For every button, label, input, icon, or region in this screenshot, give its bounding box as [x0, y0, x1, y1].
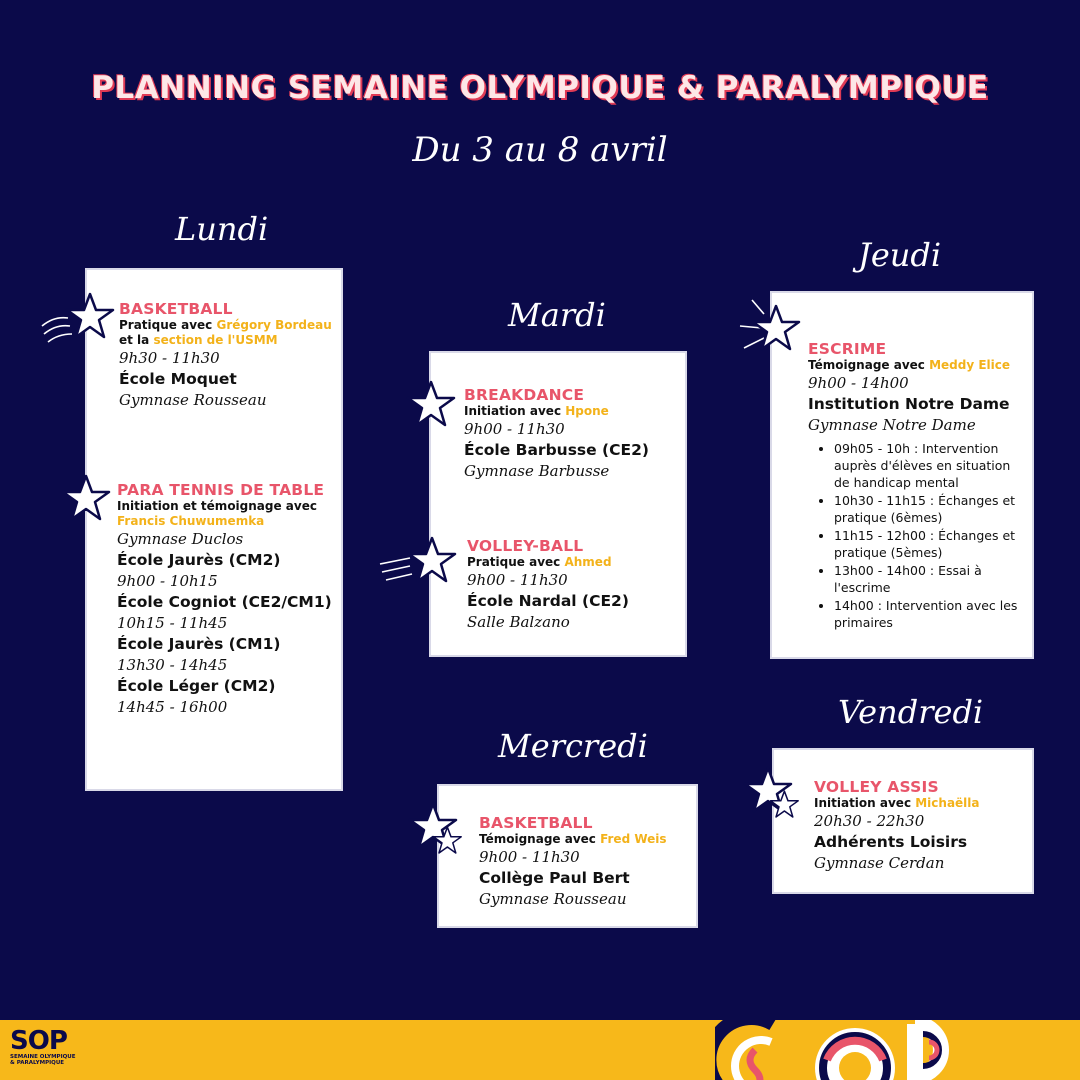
event-time: 9h00 - 14h00 — [808, 374, 909, 392]
event-mardi-breakdance: BREAKDANCE Initiation avec Hpone 9h00 - … — [464, 386, 679, 482]
coach-name: Michaëlla — [915, 796, 980, 810]
coach-name: Meddy Elice — [929, 358, 1011, 372]
coach-name: Fred Weis — [600, 832, 667, 846]
club-name: section de l'USMM — [153, 333, 278, 347]
event-place: École Barbusse (CE2) — [464, 441, 649, 459]
list-item: 14h00 : Intervention avec les primaires — [834, 597, 1028, 631]
event-place: École Léger (CM2) — [117, 677, 276, 695]
coach-line: Initiation et témoignage avec Francis Ch… — [117, 499, 317, 528]
sport-title: ESCRIME — [808, 340, 887, 358]
card-vendredi: VOLLEY ASSIS Initiation avec Michaëlla 2… — [772, 748, 1034, 894]
event-jeudi-escrime: ESCRIME Témoignage avec Meddy Elice 9h00… — [808, 340, 1028, 632]
event-place: Adhérents Loisirs — [814, 833, 968, 851]
star-motion-icon — [41, 292, 115, 343]
event-time: 9h00 - 10h15 — [117, 572, 218, 590]
event-time: 10h15 - 11h45 — [117, 614, 228, 632]
page-subtitle: Du 3 au 8 avril — [412, 130, 668, 170]
event-mercredi-basketball: BASKETBALL Témoignage avec Fred Weis 9h0… — [479, 814, 694, 910]
coach-name: Hpone — [565, 404, 609, 418]
sparkle-icon — [739, 299, 819, 351]
sop-logo: SOP SEMAINE OLYMPIQUE & PARALYMPIQUE — [10, 1028, 80, 1076]
event-mardi-volley: VOLLEY-BALL Pratique avec Ahmed 9h00 - 1… — [467, 537, 682, 633]
list-item: 11h15 - 12h00 : Échanges et pratique (5è… — [834, 527, 1028, 561]
coach-line: Témoignage avec Meddy Elice — [808, 358, 1011, 372]
event-time: 13h30 - 14h45 — [117, 656, 228, 674]
event-venue: Gymnase Notre Dame — [808, 416, 976, 434]
logo-text: SOP — [10, 1026, 68, 1056]
coach-line: Initiation avec Hpone — [464, 404, 609, 418]
list-item: 09h05 - 10h : Intervention auprès d'élèv… — [834, 440, 1028, 491]
event-place: Institution Notre Dame — [808, 395, 1010, 413]
event-lundi-basketball: BASKETBALL Pratique avec Grégory Bordeau… — [119, 300, 334, 411]
event-time: 14h45 - 16h00 — [117, 698, 228, 716]
event-place: École Jaurès (CM2) — [117, 551, 281, 569]
sport-title: VOLLEY-BALL — [467, 537, 584, 555]
card-mardi: BREAKDANCE Initiation avec Hpone 9h00 - … — [429, 351, 687, 657]
event-time: 9h00 - 11h30 — [464, 420, 565, 438]
day-label-lundi: Lundi — [175, 210, 269, 248]
coach-line: Pratique avec Ahmed — [467, 555, 612, 569]
star-motion-icon — [379, 536, 457, 583]
event-place: École Moquet — [119, 370, 237, 388]
coach-name: Francis Chuwumemka — [117, 514, 265, 528]
event-lundi-tennis: PARA TENNIS DE TABLE Initiation et témoi… — [117, 481, 339, 718]
day-label-vendredi: Vendredi — [838, 693, 984, 731]
event-place: École Jaurès (CM1) — [117, 635, 281, 653]
coach-name: Ahmed — [564, 555, 612, 569]
card-jeudi: ESCRIME Témoignage avec Meddy Elice 9h00… — [770, 291, 1034, 659]
list-item: 13h00 - 14h00 : Essai à l'escrime — [834, 562, 1028, 596]
event-time: 9h00 - 11h30 — [479, 848, 580, 866]
star-icon — [61, 474, 111, 521]
coach-line: Initiation avec Michaëlla — [814, 796, 980, 810]
sop-graphic-icon — [715, 1020, 949, 1080]
event-vendredi-volley: VOLLEY ASSIS Initiation avec Michaëlla 2… — [814, 778, 1029, 874]
page-title: PLANNING SEMAINE OLYMPIQUE & PARALYMPIQU… — [91, 70, 989, 106]
event-place: Collège Paul Bert — [479, 869, 630, 887]
sport-title: VOLLEY ASSIS — [814, 778, 939, 796]
day-label-mercredi: Mercredi — [498, 727, 648, 765]
card-mercredi: BASKETBALL Témoignage avec Fred Weis 9h0… — [437, 784, 698, 928]
event-time: 20h30 - 22h30 — [814, 812, 925, 830]
day-label-jeudi: Jeudi — [858, 236, 942, 274]
sport-title: BASKETBALL — [119, 300, 233, 318]
card-lundi: BASKETBALL Pratique avec Grégory Bordeau… — [85, 268, 343, 791]
event-venue: Gymnase Barbusse — [464, 462, 610, 480]
event-place: École Nardal (CE2) — [467, 592, 629, 610]
list-item: 10h30 - 11h15 : Échanges et pratique (6è… — [834, 492, 1028, 526]
event-venue: Gymnase Rousseau — [479, 890, 627, 908]
star-icon — [743, 766, 799, 818]
star-icon — [408, 802, 462, 854]
day-label-mardi: Mardi — [508, 296, 606, 334]
coach-line: Pratique avec Grégory Bordeau et la sect… — [119, 318, 332, 347]
coach-line: Témoignage avec Fred Weis — [479, 832, 667, 846]
logo-line: SEMAINE OLYMPIQUE — [10, 1054, 76, 1060]
schedule-list: 09h05 - 10h : Intervention auprès d'élèv… — [808, 440, 1028, 631]
event-place: École Cogniot (CE2/CM1) — [117, 593, 332, 611]
event-venue: Gymnase Rousseau — [119, 391, 267, 409]
event-venue: Gymnase Cerdan — [814, 854, 945, 872]
footer-band: SOP SEMAINE OLYMPIQUE & PARALYMPIQUE — [0, 1020, 1080, 1080]
star-icon — [406, 380, 456, 427]
sport-title: BASKETBALL — [479, 814, 593, 832]
logo-line: & PARALYMPIQUE — [10, 1060, 65, 1066]
sport-title: PARA TENNIS DE TABLE — [117, 481, 325, 499]
coach-name: Grégory Bordeau — [216, 318, 332, 332]
sport-title: BREAKDANCE — [464, 386, 585, 404]
event-time: 9h00 - 11h30 — [467, 571, 568, 589]
event-venue: Gymnase Duclos — [117, 530, 244, 548]
event-venue: Salle Balzano — [467, 613, 570, 631]
event-time: 9h30 - 11h30 — [119, 349, 220, 367]
